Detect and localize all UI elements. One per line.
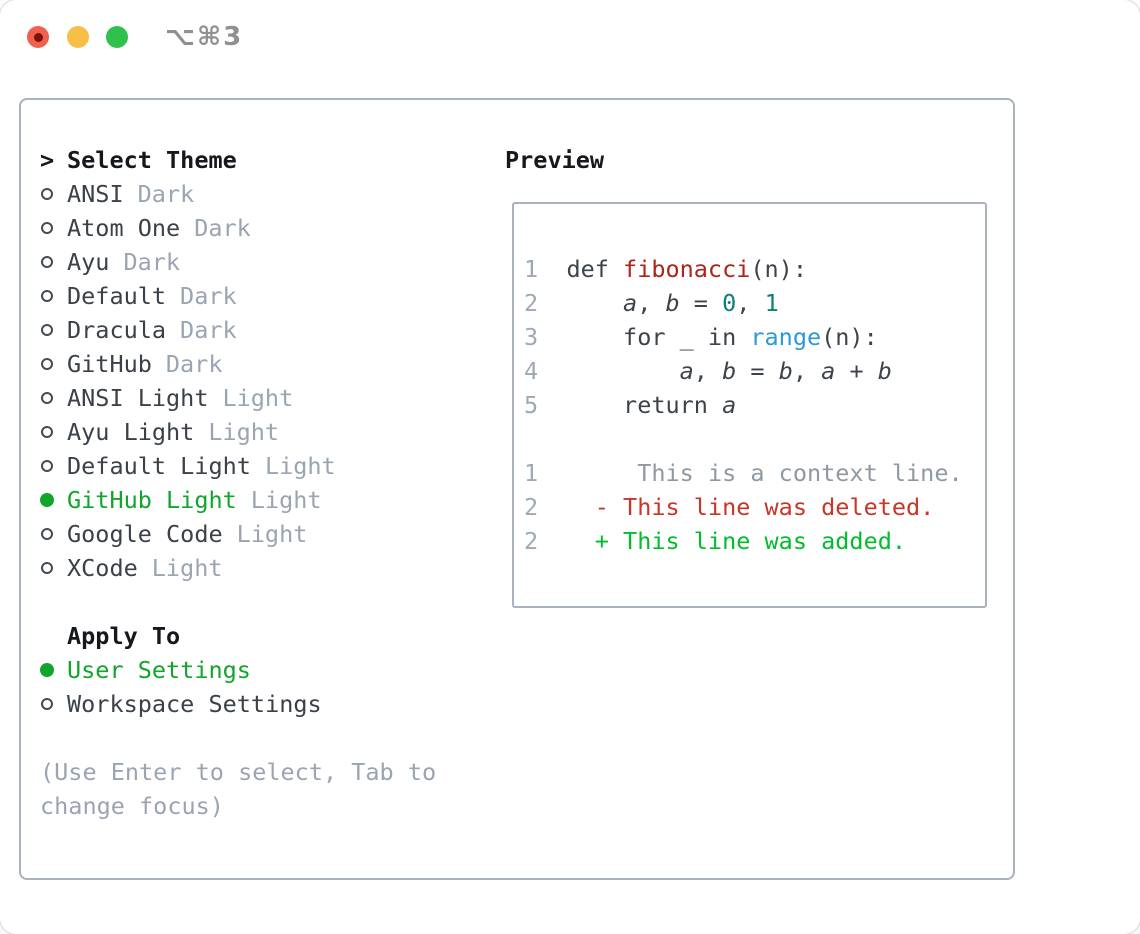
radio-unselected-icon — [41, 290, 53, 302]
radio-unselected-icon — [41, 426, 53, 438]
apply-to-title: Apply To — [67, 622, 181, 650]
theme-variant-label: Light — [151, 554, 223, 582]
radio-marker — [40, 324, 67, 336]
theme-variant-label: Light — [208, 418, 280, 446]
theme-option-xcode[interactable]: XCode Light — [40, 551, 480, 585]
code-line — [524, 422, 979, 456]
radio-marker — [40, 426, 67, 438]
radio-unselected-icon — [41, 358, 53, 370]
radio-unselected-icon — [41, 698, 53, 710]
option-label: Default — [67, 282, 167, 310]
radio-unselected-icon — [41, 188, 53, 200]
option-label: User Settings — [67, 656, 251, 684]
theme-option-ayu-light[interactable]: Ayu Light Light — [40, 415, 480, 449]
apply-option-user-settings[interactable]: User Settings — [40, 653, 480, 687]
code-line: 1 def fibonacci(n): — [524, 255, 807, 283]
unsaved-indicator-icon — [33, 32, 43, 42]
code-line: 2 - This line was deleted. — [524, 493, 935, 521]
option-label: Atom One — [67, 214, 181, 242]
code-line: 2 + This line was added. — [524, 527, 907, 555]
titlebar: ⌥⌘3 — [0, 0, 1140, 75]
theme-option-dracula[interactable]: Dracula Dark — [40, 313, 480, 347]
code-preview-box: 1 def fibonacci(n): 2 a, b = 0, 1 3 for _ … — [512, 202, 987, 608]
theme-option-ayu[interactable]: Ayu Dark — [40, 245, 480, 279]
theme-variant-label: Dark — [137, 180, 195, 208]
radio-marker — [40, 698, 67, 710]
theme-variant-label: Dark — [123, 248, 181, 276]
option-label: Ayu — [67, 248, 110, 276]
radio-marker — [40, 392, 67, 404]
theme-variant-label: Dark — [180, 316, 237, 344]
radio-unselected-icon — [41, 222, 53, 234]
preview-column: Preview 1 def fibonacci(n): 2 a, b = 0, 1… — [505, 143, 997, 608]
option-label: Google Code — [67, 520, 223, 548]
radio-unselected-icon — [41, 256, 53, 268]
theme-option-default-light[interactable]: Default Light Light — [40, 449, 480, 483]
radio-marker — [40, 562, 67, 574]
prompt-marker: > — [40, 146, 55, 174]
radio-marker — [40, 528, 67, 540]
option-label: Workspace Settings — [67, 690, 322, 718]
theme-variant-label: Light — [236, 520, 308, 548]
theme-variant-label: Light — [264, 452, 336, 480]
radio-marker — [40, 290, 67, 302]
spacer — [40, 585, 480, 619]
select-theme-header-row: > Select Theme — [40, 143, 480, 177]
theme-option-ansi-light[interactable]: ANSI Light Light — [40, 381, 480, 415]
hint-text: (Use Enter to select, Tab to change focu… — [40, 758, 437, 820]
radio-marker — [40, 493, 67, 507]
theme-variant-label: Dark — [194, 214, 251, 242]
theme-option-default[interactable]: Default Dark — [40, 279, 480, 313]
radio-marker — [40, 256, 67, 268]
radio-marker — [40, 663, 67, 677]
preview-title: Preview — [505, 146, 605, 174]
theme-variant-label: Dark — [180, 282, 237, 310]
radio-marker — [40, 188, 67, 200]
apply-option-workspace-settings[interactable]: Workspace Settings — [40, 687, 480, 721]
theme-variant-label: Dark — [165, 350, 223, 378]
option-label: ANSI Light — [67, 384, 209, 412]
theme-option-github[interactable]: GitHub Dark — [40, 347, 480, 381]
code-line: 4 a, b = b, a + b — [524, 357, 892, 385]
theme-variant-label: Light — [222, 384, 294, 412]
code-line: 2 a, b = 0, 1 — [524, 289, 779, 317]
spacer — [40, 721, 480, 755]
option-label: Ayu Light — [67, 418, 195, 446]
theme-option-atom-one[interactable]: Atom One Dark — [40, 211, 480, 245]
code-line: 5 return a — [524, 391, 737, 419]
code-line: 1 This is a context line. — [524, 459, 963, 487]
theme-option-ansi[interactable]: ANSI Dark — [40, 177, 480, 211]
radio-unselected-icon — [41, 460, 53, 472]
radio-unselected-icon — [41, 528, 53, 540]
code-line: 3 for _ in range(n): — [524, 323, 878, 351]
radio-unselected-icon — [41, 392, 53, 404]
theme-variant-label: Light — [250, 486, 322, 514]
radio-marker — [40, 358, 67, 370]
option-label: GitHub Light — [67, 486, 237, 514]
minimize-button[interactable] — [67, 26, 89, 48]
radio-unselected-icon — [41, 324, 53, 336]
option-label: ANSI — [67, 180, 124, 208]
apply-to-header-row: Apply To — [40, 619, 480, 653]
option-label: GitHub — [67, 350, 152, 378]
radio-selected-icon — [40, 663, 54, 677]
radio-unselected-icon — [41, 562, 53, 574]
keyboard-shortcut-label: ⌥⌘3 — [165, 22, 244, 52]
select-theme-title: Select Theme — [67, 146, 237, 174]
radio-marker — [40, 222, 67, 234]
theme-option-google-code[interactable]: Google Code Light — [40, 517, 480, 551]
option-label: XCode — [67, 554, 138, 582]
option-label: Dracula — [67, 316, 167, 344]
theme-option-github-light[interactable]: GitHub Light Light — [40, 483, 480, 517]
close-button[interactable] — [27, 26, 49, 48]
radio-selected-icon — [40, 493, 54, 507]
option-label: Default Light — [67, 452, 251, 480]
radio-marker — [40, 460, 67, 472]
maximize-button[interactable] — [106, 26, 128, 48]
